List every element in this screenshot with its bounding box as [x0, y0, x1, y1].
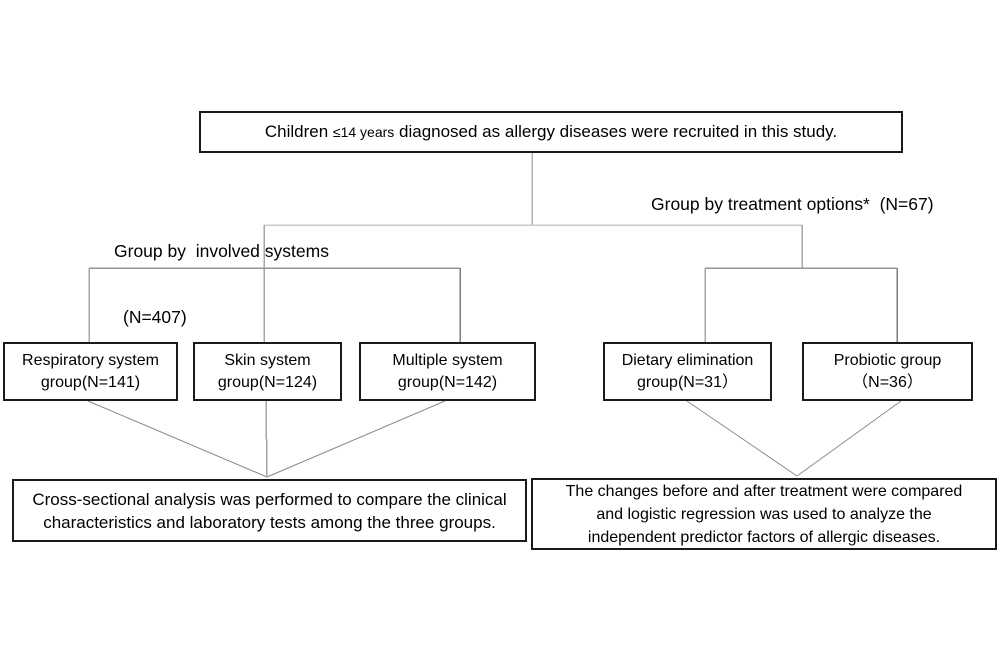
probiotic-group-box: Probiotic group （N=36） [802, 342, 973, 401]
treatment-outcome-box: The changes before and after treatment w… [531, 478, 997, 550]
skin-group-line2: group(N=124) [217, 373, 318, 391]
label-group-by-systems-n: (N=407) [123, 307, 187, 327]
connector-respiratory-to-outcome [87, 400, 268, 478]
treatment-outcome-line1: The changes before and after treatment w… [565, 482, 963, 500]
cross-sectional-outcome-line1: Cross-sectional analysis was performed t… [32, 489, 507, 509]
treatment-outcome-line2: and logistic regression was used to anal… [596, 505, 932, 523]
recruitment-text-post: diagnosed as allergy diseases were recru… [394, 122, 838, 141]
connector-skin-to-outcome [265, 399, 268, 478]
recruitment-text: Children ≤14 years diagnosed as allergy … [265, 122, 837, 142]
probiotic-group-line1: Probiotic group [833, 351, 942, 369]
respiratory-group-line2: group(N=141) [40, 373, 141, 391]
probiotic-group-line2: （N=36） [852, 373, 923, 391]
multiple-group-line1: Multiple system [392, 351, 503, 369]
treatment-outcome-line3: independent predictor factors of allergi… [587, 528, 941, 546]
label-group-by-systems: Group by involved systems (N=407) [114, 196, 329, 372]
connector-multiple-to-outcome [266, 400, 446, 478]
dietary-group-box: Dietary elimination group(N=31） [603, 342, 772, 401]
connector-probiotic-to-outcome [796, 400, 902, 477]
multiple-group-line2: group(N=142) [397, 373, 498, 391]
respiratory-group-box: Respiratory system group(N=141) [3, 342, 178, 401]
cross-sectional-outcome-box: Cross-sectional analysis was performed t… [12, 479, 527, 542]
skin-group-box: Skin system group(N=124) [193, 342, 342, 401]
connector-dietary-to-outcome [683, 398, 798, 477]
label-group-by-treatment: Group by treatment options* (N=67) [651, 194, 934, 214]
dietary-group-line1: Dietary elimination [621, 351, 754, 369]
multiple-group-box: Multiple system group(N=142) [359, 342, 536, 401]
recruitment-text-age: ≤14 years [332, 124, 395, 140]
dietary-group-line2: group(N=31） [637, 373, 738, 391]
respiratory-group-line1: Respiratory system [22, 351, 159, 369]
label-group-by-systems-line1: Group by involved systems [114, 241, 329, 261]
cross-sectional-outcome-line2: characteristics and laboratory tests amo… [43, 512, 496, 532]
skin-group-line1: Skin system [224, 351, 311, 369]
recruitment-box: Children ≤14 years diagnosed as allergy … [199, 111, 903, 153]
recruitment-text-pre: Children [264, 122, 333, 141]
